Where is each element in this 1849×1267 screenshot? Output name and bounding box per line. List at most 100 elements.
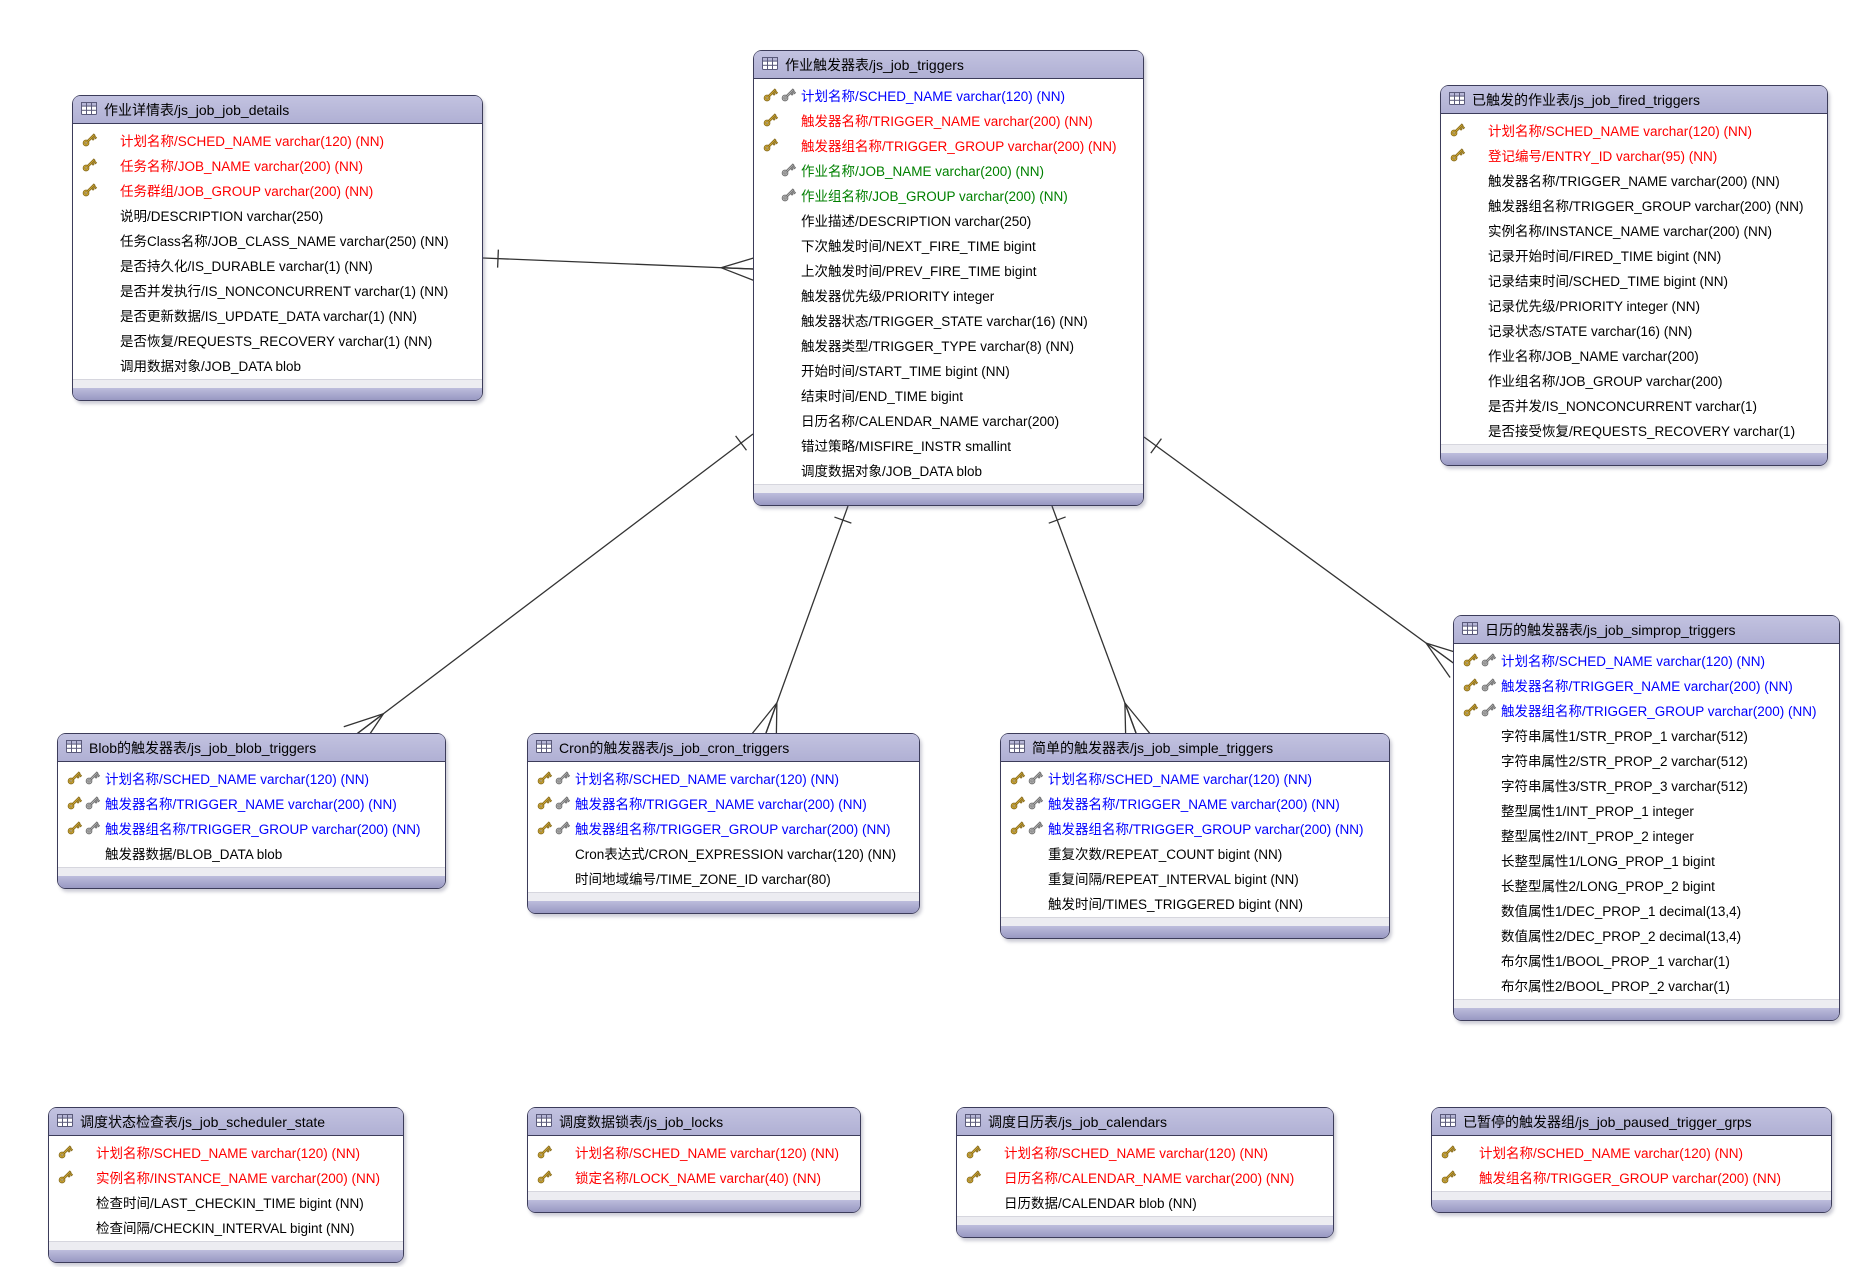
column-row[interactable]: 作业组名称/JOB_GROUP varchar(200): [1441, 367, 1827, 392]
table-header[interactable]: 日历的触发器表/js_job_simprop_triggers: [1454, 616, 1839, 644]
column-row[interactable]: 日历数据/CALENDAR blob (NN): [957, 1189, 1333, 1214]
column-row[interactable]: 计划名称/SCHED_NAME varchar(120) (NN): [58, 765, 445, 790]
column-row[interactable]: 数值属性2/DEC_PROP_2 decimal(13,4): [1454, 922, 1839, 947]
column-row[interactable]: 调用数据对象/JOB_DATA blob: [73, 352, 482, 377]
column-row[interactable]: 是否接受恢复/REQUESTS_RECOVERY varchar(1): [1441, 417, 1827, 442]
column-row[interactable]: 布尔属性2/BOOL_PROP_2 varchar(1): [1454, 972, 1839, 997]
table-header[interactable]: 作业详情表/js_job_job_details: [73, 96, 482, 124]
column-row[interactable]: 日历名称/CALENDAR_NAME varchar(200): [754, 407, 1143, 432]
column-row[interactable]: 作业名称/JOB_NAME varchar(200): [1441, 342, 1827, 367]
column-row[interactable]: 记录结束时间/SCHED_TIME bigint (NN): [1441, 267, 1827, 292]
table-header[interactable]: 调度日历表/js_job_calendars: [957, 1108, 1333, 1136]
column-row[interactable]: 时间地域编号/TIME_ZONE_ID varchar(80): [528, 865, 919, 890]
column-row[interactable]: 调度数据对象/JOB_DATA blob: [754, 457, 1143, 482]
column-row[interactable]: 作业描述/DESCRIPTION varchar(250): [754, 207, 1143, 232]
column-row[interactable]: 触发器组名称/TRIGGER_GROUP varchar(200) (NN): [1454, 697, 1839, 722]
column-row[interactable]: 记录状态/STATE varchar(16) (NN): [1441, 317, 1827, 342]
column-row[interactable]: 计划名称/SCHED_NAME varchar(120) (NN): [1432, 1139, 1831, 1164]
column-row[interactable]: 是否恢复/REQUESTS_RECOVERY varchar(1) (NN): [73, 327, 482, 352]
table-header[interactable]: 已触发的作业表/js_job_fired_triggers: [1441, 86, 1827, 114]
column-row[interactable]: 触发组名称/TRIGGER_GROUP varchar(200) (NN): [1432, 1164, 1831, 1189]
column-row[interactable]: 触发时间/TIMES_TRIGGERED bigint (NN): [1001, 890, 1389, 915]
column-row[interactable]: 任务Class名称/JOB_CLASS_NAME varchar(250) (N…: [73, 227, 482, 252]
column-row[interactable]: Cron表达式/CRON_EXPRESSION varchar(120) (NN…: [528, 840, 919, 865]
column-row[interactable]: 长整型属性1/LONG_PROP_1 bigint: [1454, 847, 1839, 872]
column-row[interactable]: 计划名称/SCHED_NAME varchar(120) (NN): [73, 127, 482, 152]
column-row[interactable]: 触发器优先级/PRIORITY integer: [754, 282, 1143, 307]
column-row[interactable]: 任务名称/JOB_NAME varchar(200) (NN): [73, 152, 482, 177]
column-row[interactable]: 触发器组名称/TRIGGER_GROUP varchar(200) (NN): [528, 815, 919, 840]
column-row[interactable]: 触发器组名称/TRIGGER_GROUP varchar(200) (NN): [1001, 815, 1389, 840]
table-header[interactable]: 调度状态检查表/js_job_scheduler_state: [49, 1108, 403, 1136]
column-row[interactable]: 作业名称/JOB_NAME varchar(200) (NN): [754, 157, 1143, 182]
table-js_job_locks[interactable]: 调度数据锁表/js_job_locks 计划名称/SCHED_NAME varc…: [527, 1107, 861, 1213]
column-row[interactable]: 记录优先级/PRIORITY integer (NN): [1441, 292, 1827, 317]
column-row[interactable]: 触发器数据/BLOB_DATA blob: [58, 840, 445, 865]
table-header[interactable]: 已暂停的触发器组/js_job_paused_trigger_grps: [1432, 1108, 1831, 1136]
column-row[interactable]: 触发器组名称/TRIGGER_GROUP varchar(200) (NN): [1441, 192, 1827, 217]
column-row[interactable]: 计划名称/SCHED_NAME varchar(120) (NN): [1454, 647, 1839, 672]
column-row[interactable]: 是否持久化/IS_DURABLE varchar(1) (NN): [73, 252, 482, 277]
column-row[interactable]: 触发器名称/TRIGGER_NAME varchar(200) (NN): [528, 790, 919, 815]
column-row[interactable]: 触发器名称/TRIGGER_NAME varchar(200) (NN): [1454, 672, 1839, 697]
column-row[interactable]: 触发器状态/TRIGGER_STATE varchar(16) (NN): [754, 307, 1143, 332]
column-row[interactable]: 登记编号/ENTRY_ID varchar(95) (NN): [1441, 142, 1827, 167]
column-row[interactable]: 计划名称/SCHED_NAME varchar(120) (NN): [957, 1139, 1333, 1164]
column-row[interactable]: 是否并发执行/IS_NONCONCURRENT varchar(1) (NN): [73, 277, 482, 302]
column-row[interactable]: 触发器组名称/TRIGGER_GROUP varchar(200) (NN): [754, 132, 1143, 157]
column-row[interactable]: 计划名称/SCHED_NAME varchar(120) (NN): [49, 1139, 403, 1164]
column-row[interactable]: 重复次数/REPEAT_COUNT bigint (NN): [1001, 840, 1389, 865]
column-row[interactable]: 计划名称/SCHED_NAME varchar(120) (NN): [1441, 117, 1827, 142]
relationship-js_job_job_details-js_job_triggers[interactable]: [482, 249, 762, 284]
column-row[interactable]: 触发器名称/TRIGGER_NAME varchar(200) (NN): [1001, 790, 1389, 815]
relationship-js_job_triggers-js_job_blob_triggers[interactable]: [343, 433, 754, 749]
column-row[interactable]: 是否并发/IS_NONCONCURRENT varchar(1): [1441, 392, 1827, 417]
table-header[interactable]: 作业触发器表/js_job_triggers: [754, 51, 1143, 79]
table-js_job_job_details[interactable]: 作业详情表/js_job_job_details 计划名称/SCHED_NAME…: [72, 95, 483, 401]
column-row[interactable]: 触发器组名称/TRIGGER_GROUP varchar(200) (NN): [58, 815, 445, 840]
column-row[interactable]: 记录开始时间/FIRED_TIME bigint (NN): [1441, 242, 1827, 267]
column-row[interactable]: 触发器名称/TRIGGER_NAME varchar(200) (NN): [754, 107, 1143, 132]
column-row[interactable]: 整型属性1/INT_PROP_1 integer: [1454, 797, 1839, 822]
table-header[interactable]: 简单的触发器表/js_job_simple_triggers: [1001, 734, 1389, 762]
table-js_job_simple_triggers[interactable]: 简单的触发器表/js_job_simple_triggers 计划名称/SCHE…: [1000, 733, 1390, 939]
column-row[interactable]: 检查时间/LAST_CHECKIN_TIME bigint (NN): [49, 1189, 403, 1214]
column-row[interactable]: 锁定名称/LOCK_NAME varchar(40) (NN): [528, 1164, 860, 1189]
column-row[interactable]: 数值属性1/DEC_PROP_1 decimal(13,4): [1454, 897, 1839, 922]
column-row[interactable]: 字符串属性2/STR_PROP_2 varchar(512): [1454, 747, 1839, 772]
table-js_job_blob_triggers[interactable]: Blob的触发器表/js_job_blob_triggers 计划名称/SCHE…: [57, 733, 446, 889]
column-row[interactable]: 结束时间/END_TIME bigint: [754, 382, 1143, 407]
column-row[interactable]: 触发器类型/TRIGGER_TYPE varchar(8) (NN): [754, 332, 1143, 357]
relationship-js_job_triggers-js_job_simprop_triggers[interactable]: [1143, 436, 1467, 678]
table-js_job_fired_triggers[interactable]: 已触发的作业表/js_job_fired_triggers 计划名称/SCHED…: [1440, 85, 1828, 466]
table-header[interactable]: 调度数据锁表/js_job_locks: [528, 1108, 860, 1136]
column-row[interactable]: 检查间隔/CHECKIN_INTERVAL bigint (NN): [49, 1214, 403, 1239]
table-js_job_simprop_triggers[interactable]: 日历的触发器表/js_job_simprop_triggers 计划名称/SCH…: [1453, 615, 1840, 1021]
column-row[interactable]: 日历名称/CALENDAR_NAME varchar(200) (NN): [957, 1164, 1333, 1189]
column-row[interactable]: 是否更新数据/IS_UPDATE_DATA varchar(1) (NN): [73, 302, 482, 327]
column-row[interactable]: 上次触发时间/PREV_FIRE_TIME bigint: [754, 257, 1143, 282]
column-row[interactable]: 字符串属性3/STR_PROP_3 varchar(512): [1454, 772, 1839, 797]
relationship-js_job_triggers-js_job_cron_triggers[interactable]: [750, 505, 852, 745]
column-row[interactable]: 下次触发时间/NEXT_FIRE_TIME bigint: [754, 232, 1143, 257]
column-row[interactable]: 说明/DESCRIPTION varchar(250): [73, 202, 482, 227]
column-row[interactable]: 作业组名称/JOB_GROUP varchar(200) (NN): [754, 182, 1143, 207]
column-row[interactable]: 触发器名称/TRIGGER_NAME varchar(200) (NN): [1441, 167, 1827, 192]
column-row[interactable]: 实例名称/INSTANCE_NAME varchar(200) (NN): [49, 1164, 403, 1189]
column-row[interactable]: 错过策略/MISFIRE_INSTR smallint: [754, 432, 1143, 457]
table-header[interactable]: Blob的触发器表/js_job_blob_triggers: [58, 734, 445, 762]
table-js_job_cron_triggers[interactable]: Cron的触发器表/js_job_cron_triggers 计划名称/SCHE…: [527, 733, 920, 914]
column-row[interactable]: 触发器名称/TRIGGER_NAME varchar(200) (NN): [58, 790, 445, 815]
column-row[interactable]: 计划名称/SCHED_NAME varchar(120) (NN): [1001, 765, 1389, 790]
table-js_job_calendars[interactable]: 调度日历表/js_job_calendars 计划名称/SCHED_NAME v…: [956, 1107, 1334, 1238]
column-row[interactable]: 计划名称/SCHED_NAME varchar(120) (NN): [528, 765, 919, 790]
column-row[interactable]: 长整型属性2/LONG_PROP_2 bigint: [1454, 872, 1839, 897]
column-row[interactable]: 实例名称/INSTANCE_NAME varchar(200) (NN): [1441, 217, 1827, 242]
column-row[interactable]: 整型属性2/INT_PROP_2 integer: [1454, 822, 1839, 847]
column-row[interactable]: 布尔属性1/BOOL_PROP_1 varchar(1): [1454, 947, 1839, 972]
column-row[interactable]: 任务群组/JOB_GROUP varchar(200) (NN): [73, 177, 482, 202]
relationship-js_job_triggers-js_job_simple_triggers[interactable]: [1048, 505, 1152, 745]
column-row[interactable]: 重复间隔/REPEAT_INTERVAL bigint (NN): [1001, 865, 1389, 890]
column-row[interactable]: 计划名称/SCHED_NAME varchar(120) (NN): [528, 1139, 860, 1164]
column-row[interactable]: 开始时间/START_TIME bigint (NN): [754, 357, 1143, 382]
